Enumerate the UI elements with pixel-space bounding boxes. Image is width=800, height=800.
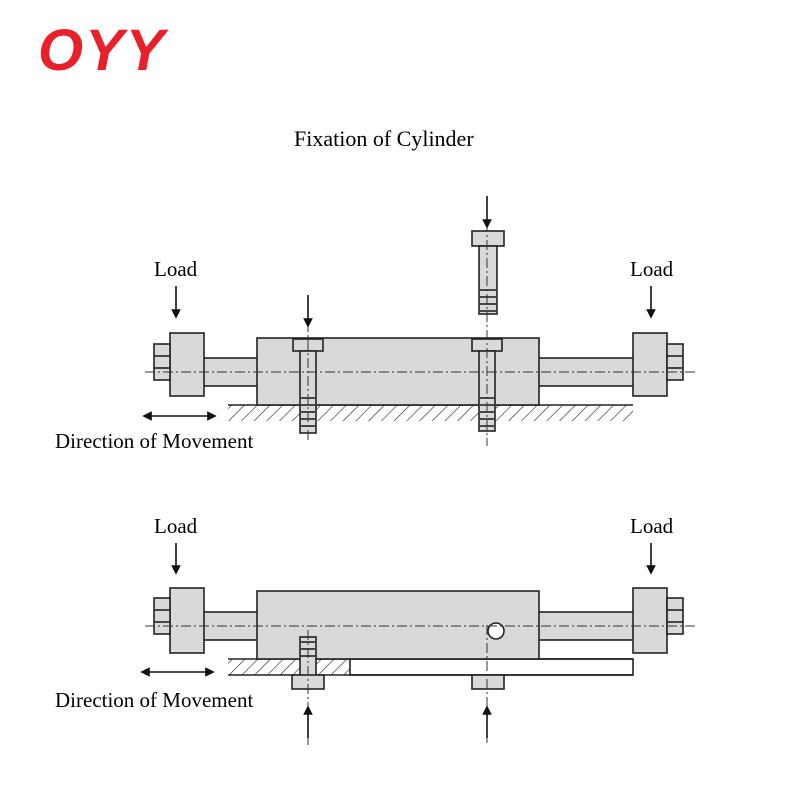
bottom-bolt-inserted	[291, 636, 325, 690]
top-nut-left	[153, 343, 171, 381]
bottom-rod-end-left	[169, 587, 205, 654]
diagram-title: Fixation of Cylinder	[294, 126, 474, 151]
bottom-bolt-head	[471, 674, 505, 690]
bottom-arrows	[140, 543, 656, 738]
top-movement-label: Direction of Movement	[55, 429, 254, 453]
bottom-load-left-label: Load	[154, 514, 198, 538]
bottom-nut-right	[666, 597, 684, 635]
top-rod-end-left	[169, 332, 205, 397]
bottom-nut-left	[153, 597, 171, 635]
top-centerlines	[145, 222, 695, 446]
top-mounting-base	[228, 404, 633, 421]
bottom-mounting-base	[228, 658, 634, 676]
top-load-left-label: Load	[154, 257, 198, 281]
top-nut-right	[666, 343, 684, 381]
bottom-bolt-hole	[487, 622, 505, 640]
bottom-rod-end-right	[632, 587, 668, 654]
top-arrows	[142, 196, 656, 421]
top-load-right-label: Load	[630, 257, 674, 281]
top-rod-end-right	[632, 332, 668, 397]
top-diagram	[153, 230, 684, 434]
bottom-movement-label: Direction of Movement	[55, 688, 254, 712]
bottom-diagram	[153, 587, 684, 690]
bottom-load-right-label: Load	[630, 514, 674, 538]
top-bolt-exploded	[471, 230, 505, 315]
brand-logo: OYY	[38, 18, 167, 83]
